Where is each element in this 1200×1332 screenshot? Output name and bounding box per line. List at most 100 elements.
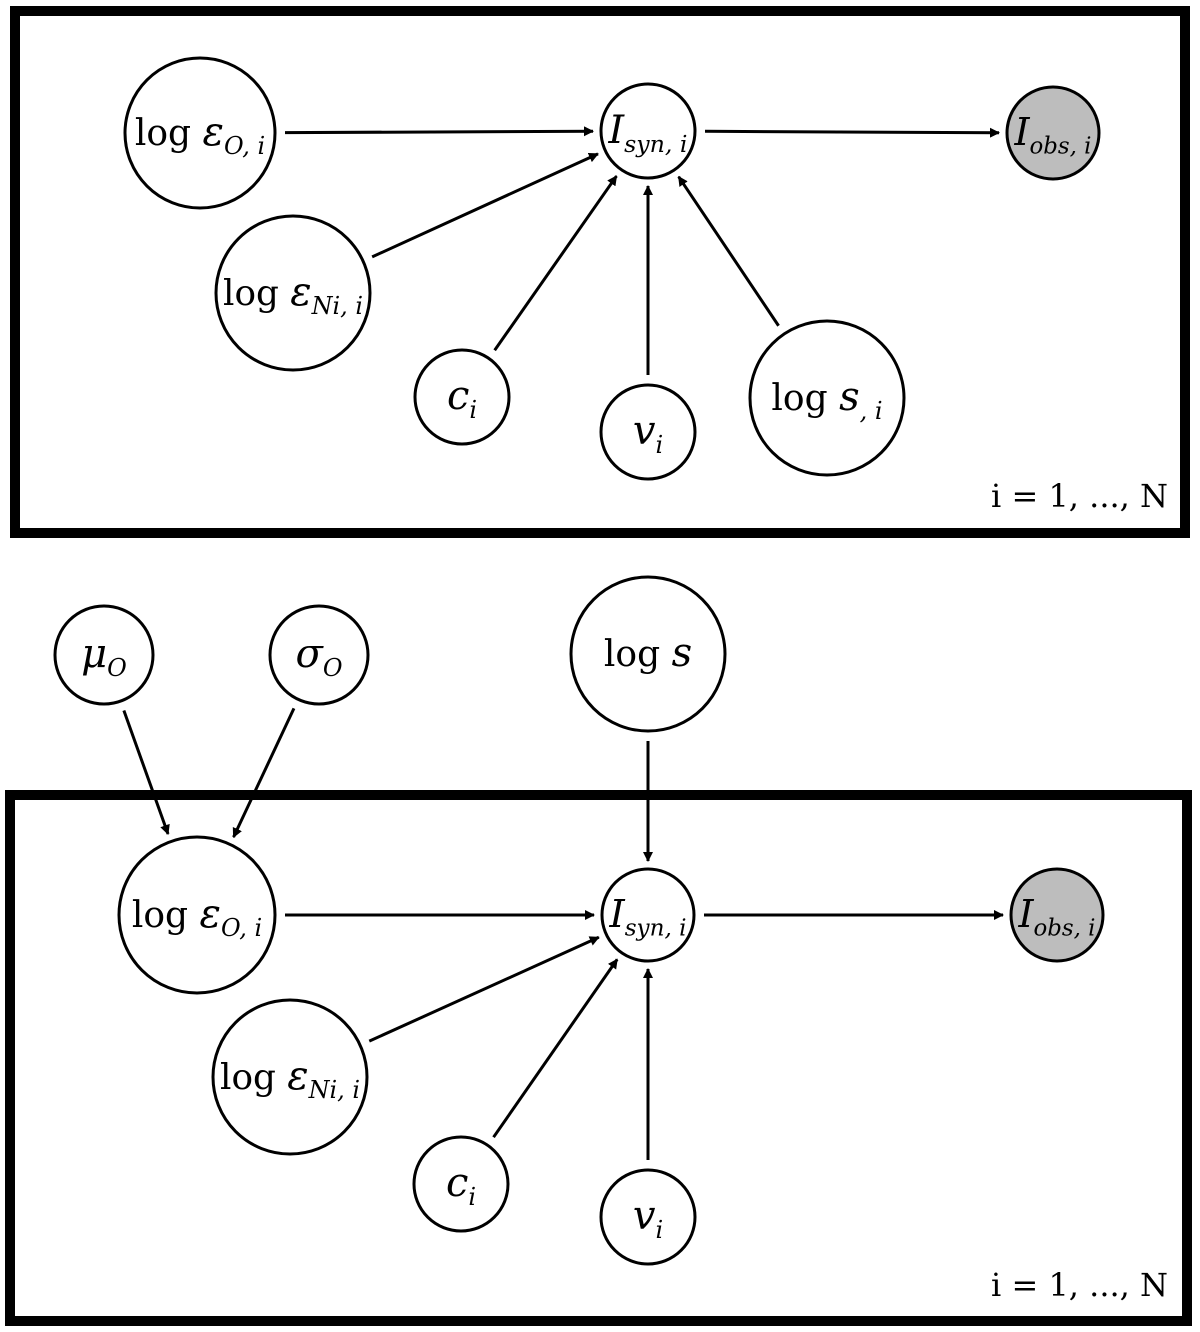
node-i-obs-i: Iobs, i	[1009, 867, 1105, 963]
latent-node-circle	[748, 319, 906, 477]
node-v-i: vi	[599, 1168, 697, 1266]
node-label-subscript: syn, i	[624, 130, 687, 158]
node-label-symbol: I	[1017, 892, 1034, 936]
latent-node-circle	[211, 998, 369, 1156]
node-label-subscript: O, i	[221, 914, 262, 942]
node-log-eps-o-i: log εO, i	[123, 56, 277, 210]
node-label: μO	[81, 631, 127, 682]
node-label: log εO, i	[132, 891, 262, 942]
edge-log-eps-ni-i-to-i-syn-i	[371, 152, 599, 259]
node-v-i: vi	[599, 383, 697, 481]
latent-node-circle	[599, 383, 697, 481]
plate-label: i = 1, ..., N	[991, 477, 1168, 515]
node-label-subscript: i	[655, 1216, 663, 1244]
node-label-symbol: c	[446, 1160, 468, 1206]
node-label-subscript: obs, i	[1030, 134, 1092, 160]
node-label-symbol: ε	[287, 1053, 308, 1099]
latent-node-circle	[53, 604, 155, 706]
node-label-symbol: I	[608, 892, 625, 937]
node-label: log s	[604, 630, 692, 676]
node-label: Iobs, i	[1013, 110, 1091, 160]
edge-c-i-to-i-syn-i	[492, 958, 619, 1139]
latent-node-circle	[600, 867, 696, 963]
node-c-i: ci	[412, 1135, 510, 1233]
observed-node-circle	[1009, 867, 1105, 963]
node-label-function: log	[132, 895, 200, 936]
edge-mu-o-to-log-eps-o-i	[122, 710, 170, 835]
node-label-subscript: Ni, i	[308, 1076, 360, 1104]
node-label-symbol: σ	[296, 631, 325, 677]
node-label-subscript: O, i	[224, 132, 265, 160]
latent-node-circle	[117, 835, 277, 995]
node-label-symbol: ε	[290, 269, 311, 315]
latent-node-circle	[412, 1135, 510, 1233]
node-label-subscript: obs, i	[1034, 916, 1096, 942]
edge-c-i-to-i-syn-i	[493, 175, 618, 352]
node-label-symbol: s	[672, 630, 693, 676]
node-label-subscript: i	[469, 396, 477, 424]
node-i-obs-i: Iobs, i	[1005, 85, 1101, 181]
node-label: σO	[296, 631, 343, 682]
latent-node-circle	[599, 1168, 697, 1266]
node-label: log εNi, i	[223, 269, 363, 320]
edge-sigma-o-to-log-eps-o-i	[232, 707, 296, 839]
node-label: log εO, i	[135, 109, 265, 160]
node-log-eps-ni-i: log εNi, i	[214, 214, 372, 372]
node-label-subscript: Ni, i	[311, 292, 363, 320]
node-label-function: log	[135, 113, 203, 154]
node-label: vi	[633, 408, 663, 459]
node-label: ci	[447, 373, 477, 424]
node-label-subscript: i	[468, 1183, 476, 1211]
edge-log-s-i-to-i-syn-i	[677, 175, 780, 327]
latent-node-circle	[268, 604, 370, 706]
node-label-subscript: O	[107, 654, 127, 682]
latent-node-circle	[123, 56, 277, 210]
node-label-function: log	[604, 634, 672, 675]
node-label-function: log	[220, 1057, 287, 1098]
node-label: vi	[633, 1193, 663, 1244]
node-log-s: log s	[569, 575, 727, 733]
node-label-symbol: I	[1013, 110, 1030, 154]
node-label-function: log	[771, 378, 839, 419]
node-label: Isyn, i	[608, 107, 688, 158]
node-log-s-i: log s, i	[748, 319, 906, 477]
node-label-function: log	[223, 273, 290, 314]
node-i-syn-i: Isyn, i	[599, 82, 697, 180]
node-label-symbol: μ	[81, 631, 107, 677]
node-log-eps-o-i: log εO, i	[117, 835, 277, 995]
node-label: Iobs, i	[1017, 892, 1095, 942]
node-i-syn-i: Isyn, i	[600, 867, 696, 963]
observed-node-circle	[1005, 85, 1101, 181]
node-label: log εNi, i	[220, 1053, 360, 1104]
latent-node-circle	[599, 82, 697, 180]
node-label: log s, i	[771, 374, 882, 425]
node-label: ci	[446, 1160, 476, 1211]
node-label-subscript: i	[655, 431, 663, 459]
node-label-subscript: , i	[860, 397, 883, 425]
edge-log-eps-ni-i-to-i-syn-i	[368, 935, 600, 1043]
node-mu-o: μO	[53, 604, 155, 706]
node-label-symbol: ε	[203, 109, 224, 155]
node-c-i: ci	[413, 348, 511, 446]
node-label-symbol: I	[608, 107, 626, 153]
edge-log-eps-o-i-to-i-syn-i	[284, 126, 595, 137]
node-label-subscript: syn, i	[625, 916, 687, 942]
latent-node-circle	[569, 575, 727, 733]
edge-i-syn-i-to-i-obs-i	[704, 127, 1001, 138]
node-sigma-o: σO	[268, 604, 370, 706]
node-log-eps-ni-i: log εNi, i	[211, 998, 369, 1156]
latent-node-circle	[214, 214, 372, 372]
node-label-symbol: ε	[200, 891, 221, 937]
node-label-subscript: O	[323, 654, 343, 682]
latent-node-circle	[413, 348, 511, 446]
plate-box	[5, 790, 1192, 1326]
plate-label: i = 1, ..., N	[991, 1266, 1168, 1304]
node-label-symbol: v	[633, 408, 656, 454]
node-label-symbol: v	[633, 1193, 656, 1239]
node-label: Isyn, i	[608, 892, 686, 942]
node-label-symbol: c	[447, 373, 469, 419]
node-label-symbol: s	[839, 374, 860, 420]
